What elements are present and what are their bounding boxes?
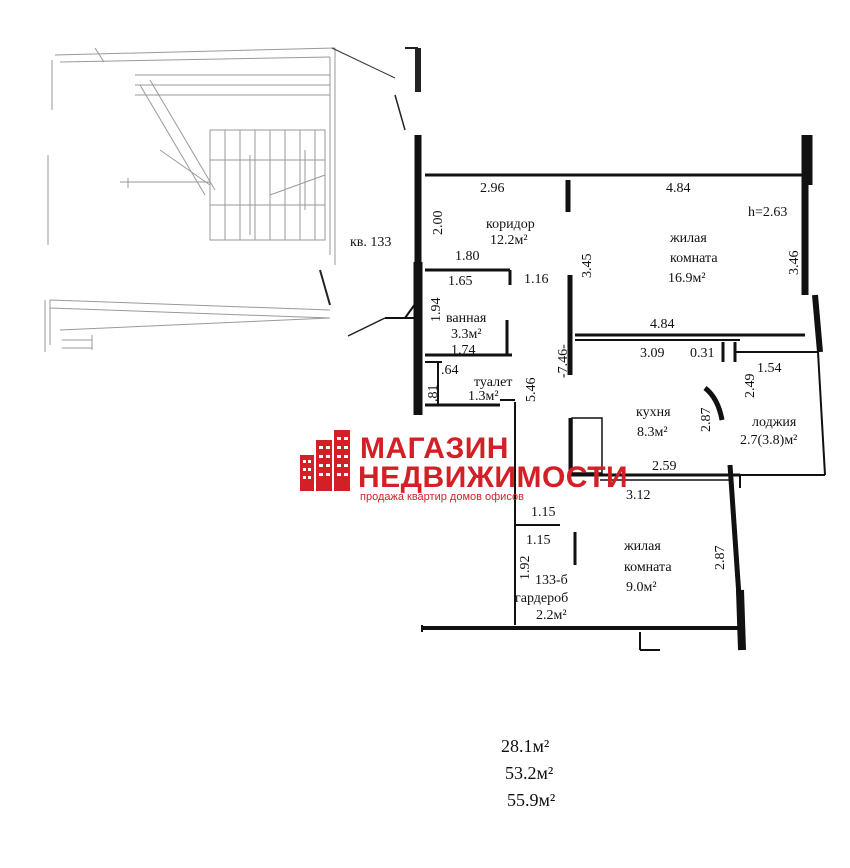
living-room-small-name-line1: жилая xyxy=(623,539,661,554)
dim-2-59: 2.59 xyxy=(652,459,677,474)
bathroom-name: ванная xyxy=(446,311,487,326)
dim-0-31: 0.31 xyxy=(690,346,715,361)
kitchen-name: кухня xyxy=(636,405,671,420)
bathroom-area: 3.3м² xyxy=(451,327,482,342)
dim-3-09: 3.09 xyxy=(640,346,665,361)
dim-3-46: 3.46 xyxy=(787,251,802,276)
dim-2-87-room: 2.87 xyxy=(713,546,728,571)
kitchen-area: 8.3м² xyxy=(637,425,668,440)
watermark-line2: НЕДВИЖИМОСТИ xyxy=(358,461,628,494)
dim-2-49: 2.49 xyxy=(743,374,758,399)
dim-5-46: 5.46 xyxy=(524,378,539,403)
dim-1-94: 1.94 xyxy=(429,298,444,323)
dim-64: .64 xyxy=(441,363,459,378)
ceiling-height: h=2.63 xyxy=(748,205,787,220)
loggia-name: лоджия xyxy=(752,415,797,430)
dim-1-54: 1.54 xyxy=(757,361,782,376)
loggia-area: 2.7(3.8)м² xyxy=(740,433,797,448)
corridor-area: 12.2м² xyxy=(490,233,528,248)
wardrobe-area: 2.2м² xyxy=(536,608,567,623)
dim-1-74: 1.74 xyxy=(451,343,476,358)
dim-3-45: 3.45 xyxy=(580,254,595,279)
staircase-area xyxy=(44,47,396,352)
dim-2-87-kitchen: 2.87 xyxy=(699,408,714,433)
dim-1-15-b: 1.15 xyxy=(526,533,551,548)
dim-2-00: 2.00 xyxy=(431,211,446,236)
dim-4-84-mid: 4.84 xyxy=(650,317,675,332)
dim-3-12: 3.12 xyxy=(626,488,651,503)
dim-1-80: 1.80 xyxy=(455,249,480,264)
watermark-line1: МАГАЗИН xyxy=(360,432,509,465)
building-logo-icon xyxy=(300,430,350,491)
toilet-name: туалет xyxy=(474,375,512,390)
living-room-large-area: 16.9м² xyxy=(668,271,706,286)
wardrobe-name: гардероб xyxy=(515,591,568,606)
dim-1-65: 1.65 xyxy=(448,274,473,289)
dim-7-46: -7.46- xyxy=(556,344,571,378)
apartment-walls xyxy=(385,135,826,651)
dim-81: .81 xyxy=(426,385,441,403)
living-room-small-name-line2: комната xyxy=(624,560,672,575)
watermark-tagline: продажа квартир домов офисов xyxy=(360,491,524,503)
stair-wall-fragments xyxy=(319,47,421,337)
dim-4-84-top: 4.84 xyxy=(666,181,691,196)
corridor-name: коридор xyxy=(486,217,535,232)
agency-watermark: МАГАЗИН НЕДВИЖИМОСТИ продажа квартир дом… xyxy=(300,430,628,503)
total-area-living: 28.1м² xyxy=(501,736,549,756)
unit-code: 133-б xyxy=(535,573,568,588)
total-area-full: 55.9м² xyxy=(507,790,555,810)
dim-1-16: 1.16 xyxy=(524,272,549,287)
living-room-large-name-line1: жилая xyxy=(669,231,707,246)
living-room-small-area: 9.0м² xyxy=(626,580,657,595)
apartment-label: кв. 133 xyxy=(350,235,391,250)
toilet-area: 1.3м² xyxy=(468,389,499,404)
dim-1-92: 1.92 xyxy=(518,556,533,581)
living-room-large-name-line2: комната xyxy=(670,251,718,266)
total-area-main: 53.2м² xyxy=(505,763,553,783)
dim-2-96: 2.96 xyxy=(480,181,505,196)
dim-1-15-a: 1.15 xyxy=(531,505,556,520)
